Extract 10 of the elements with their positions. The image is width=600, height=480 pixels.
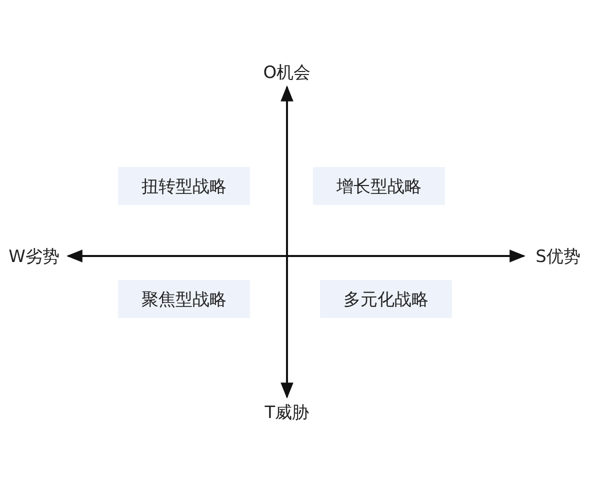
double-headed-arrow <box>280 85 294 399</box>
axis-label: T威胁 <box>257 399 317 425</box>
axis-label: O机会 <box>257 59 317 85</box>
strategy-box: 增长型战略 <box>313 167 445 205</box>
axis-label: W劣势 <box>2 243 66 269</box>
axis-label: S优势 <box>526 243 590 269</box>
strategy-box: 多元化战略 <box>320 280 452 318</box>
strategy-box: 聚焦型战略 <box>118 280 250 318</box>
double-headed-arrow <box>66 250 526 262</box>
strategy-box: 扭转型战略 <box>118 167 250 205</box>
